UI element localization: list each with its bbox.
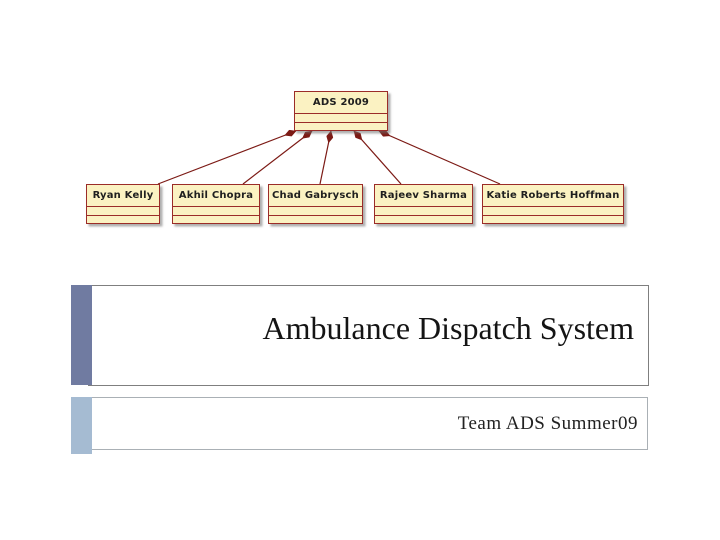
org-member-box-ryan-kelly: Ryan Kelly <box>86 184 160 224</box>
org-root-box: ADS 2009 <box>294 91 388 131</box>
connector-root-to-ryan-kelly <box>157 129 297 185</box>
org-chart-connectors <box>157 129 501 185</box>
uml-compartment-empty <box>295 121 387 131</box>
org-member-box-chad-gabrysch: Chad Gabrysch <box>268 184 363 224</box>
subtitle-box: Team ADS Summer09 <box>88 397 648 450</box>
org-chart: ADS 2009 Ryan Kelly Akhil Chopra Chad Ga… <box>0 0 720 260</box>
org-member-label: Akhil Chopra <box>178 190 254 201</box>
title-box: Ambulance Dispatch System <box>88 285 649 386</box>
org-member-label: Rajeev Sharma <box>379 190 468 201</box>
uml-compartment-empty <box>483 206 623 215</box>
uml-compartment-empty <box>375 214 472 224</box>
uml-compartment-empty <box>173 206 259 215</box>
uml-compartment-empty <box>173 214 259 224</box>
org-member-label: Chad Gabrysch <box>271 190 359 201</box>
uml-compartment-empty <box>483 214 623 224</box>
uml-compartment-empty <box>269 214 362 224</box>
uml-compartment-empty <box>87 206 159 215</box>
uml-compartment-empty <box>269 206 362 215</box>
connector-root-to-rajeev-sharma <box>353 130 402 185</box>
connector-root-to-akhil-chopra <box>242 130 313 185</box>
connector-root-to-chad-gabrysch <box>319 130 334 185</box>
uml-compartment-empty <box>295 113 387 122</box>
org-member-label: Ryan Kelly <box>92 190 154 201</box>
org-member-box-katie-roberts-hoffman: Katie Roberts Hoffman <box>482 184 624 224</box>
org-member-label: Katie Roberts Hoffman <box>486 190 620 201</box>
uml-compartment-empty <box>375 206 472 215</box>
org-root-label: ADS 2009 <box>312 97 370 108</box>
org-member-box-akhil-chopra: Akhil Chopra <box>172 184 260 224</box>
subtitle-text: Team ADS Summer09 <box>457 412 638 434</box>
title-accent-bar <box>71 285 92 385</box>
connector-root-to-katie-roberts-hoffman <box>378 130 501 185</box>
org-member-box-rajeev-sharma: Rajeev Sharma <box>374 184 473 224</box>
page-title: Ambulance Dispatch System <box>262 310 634 346</box>
subtitle-accent-bar <box>71 397 92 454</box>
uml-compartment-empty <box>87 214 159 224</box>
